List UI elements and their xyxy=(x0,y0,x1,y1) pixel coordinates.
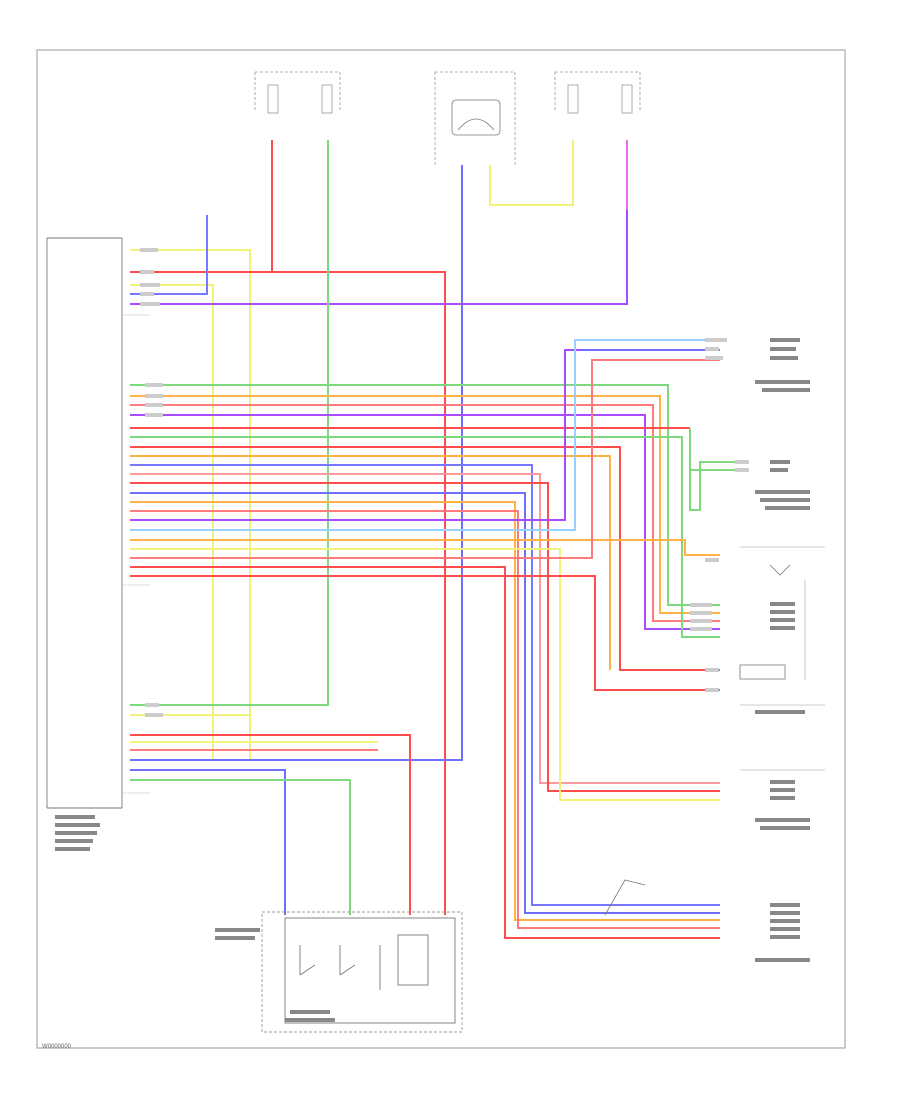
transmission-control-module xyxy=(46,237,123,809)
sensor-curve-icon xyxy=(604,879,646,916)
wire-m20 xyxy=(130,566,720,939)
connector-dividers xyxy=(122,314,150,794)
fuse-box-left xyxy=(254,71,341,114)
section-separators xyxy=(740,546,825,771)
right-labels xyxy=(755,338,810,962)
upper-wires xyxy=(130,140,628,915)
wire-m21 xyxy=(130,575,720,691)
wire-yellow-top xyxy=(130,249,251,760)
wire-m19 xyxy=(130,359,720,559)
wire-m1 xyxy=(130,384,720,606)
footer-code: W0000000 xyxy=(42,1044,72,1050)
wire-blue-center xyxy=(130,165,463,761)
right-branch-wires xyxy=(582,349,740,511)
wire-red-top xyxy=(130,271,446,915)
wire-m16 xyxy=(130,339,720,531)
wire-m17 xyxy=(130,539,720,556)
wire-m14 xyxy=(130,510,720,929)
wire-purple-top xyxy=(130,210,628,305)
wire-tags xyxy=(140,248,749,717)
wire-m9 xyxy=(130,464,720,906)
wire-m3 xyxy=(130,404,720,622)
wire-m11 xyxy=(130,482,720,792)
wire-m15 xyxy=(130,349,720,521)
lower-wires xyxy=(130,714,411,915)
diagram-border xyxy=(36,49,846,1049)
wire-m18 xyxy=(130,548,720,801)
wire-m12 xyxy=(130,492,720,914)
wire-m7 xyxy=(130,446,720,671)
wire-yellow-center xyxy=(489,140,574,206)
wire-m6 xyxy=(130,436,720,638)
test-box xyxy=(739,664,786,680)
module-label-blocks xyxy=(55,815,335,1022)
fuse-box-right xyxy=(554,71,641,114)
wire-m10 xyxy=(130,473,720,784)
range-switch-box xyxy=(261,911,463,1033)
center-switch-box xyxy=(434,71,516,165)
middle-wires xyxy=(130,339,720,939)
wire-m8 xyxy=(130,455,611,670)
wire-yellow-2 xyxy=(130,284,214,760)
wire-green-fuse xyxy=(130,140,329,706)
wire-blue-top xyxy=(130,215,208,295)
wire-m13 xyxy=(130,501,720,921)
ground-icon xyxy=(769,564,791,576)
